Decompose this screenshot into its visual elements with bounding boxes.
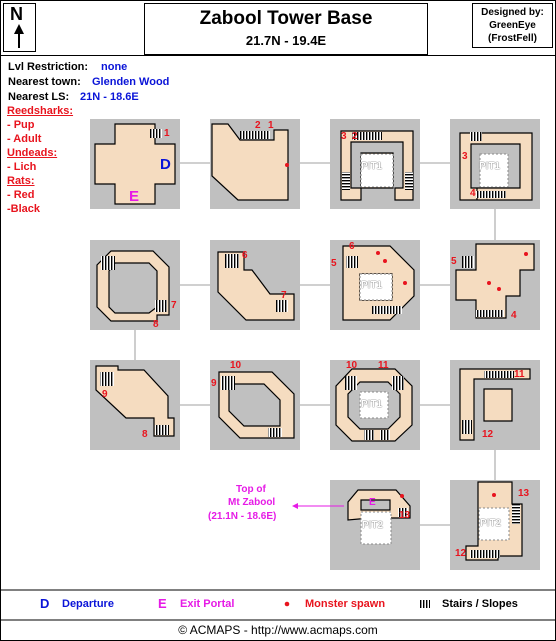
stairs xyxy=(100,129,520,558)
monster-item: - Red xyxy=(7,189,35,201)
header-divider xyxy=(0,55,556,56)
exit-marker: E xyxy=(129,188,140,205)
designer-box: Designed by: GreenEye (FrostFell) xyxy=(472,3,553,48)
room-r2c3 xyxy=(459,368,531,441)
room-r1c1 xyxy=(217,251,295,321)
stair-number: 5 xyxy=(331,258,337,269)
stair-number: 3 xyxy=(341,131,347,142)
lvl-value: none xyxy=(101,61,128,73)
stair-number: 12 xyxy=(455,548,467,559)
stair-number: 4 xyxy=(511,310,517,321)
pit-label: PIT1 xyxy=(361,280,383,291)
stair-number: 13 xyxy=(399,510,411,521)
stair-number: 11 xyxy=(514,369,525,380)
stair-number: 1 xyxy=(268,120,274,131)
title-box: Zabool Tower Base 21.7N - 19.4E xyxy=(144,3,428,55)
footer-copyright: © ACMAPS - http://www.acmaps.com xyxy=(178,623,378,637)
monster-group-rats: Rats: xyxy=(7,175,35,187)
room-r2c1 xyxy=(218,371,295,439)
legend-stairs-icon xyxy=(420,600,430,608)
lvl-label: Lvl Restriction: xyxy=(8,61,89,73)
pit1-r0c2 xyxy=(360,153,394,188)
stair-number: 12 xyxy=(482,429,494,440)
stair-number: 7 xyxy=(281,290,287,301)
exit-note-line3: (21.1N - 18.6E) xyxy=(208,511,277,522)
exit-pointer-arrow xyxy=(292,503,344,509)
exit-note-line1: Top of xyxy=(236,484,266,495)
pit-label: PIT1 xyxy=(361,161,383,172)
map-title: Zabool Tower Base xyxy=(199,8,373,29)
pit-label: PIT1 xyxy=(361,399,383,410)
monster-item: -Black xyxy=(7,203,41,215)
compass-box: N xyxy=(3,3,36,52)
pit1-r2c2 xyxy=(359,391,389,419)
designer-label: Designed by: xyxy=(481,7,544,18)
stair-number: 8 xyxy=(142,429,148,440)
room-r0c0 xyxy=(94,123,176,205)
stair-number: 2 xyxy=(352,131,358,142)
designer-alias: (FrostFell) xyxy=(488,33,537,44)
room-r0c1 xyxy=(211,123,289,201)
legend-spawn-icon xyxy=(284,601,290,607)
pit1-r1c2 xyxy=(359,273,393,301)
stair-number: 1 xyxy=(164,128,170,139)
room-r2c0 xyxy=(95,365,175,437)
monster-group-undeads: Undeads: xyxy=(7,147,58,159)
pit1-r0c3 xyxy=(479,153,509,188)
room-r1c3 xyxy=(455,243,535,319)
stair-number: 11 xyxy=(378,360,389,371)
map-coords: 21.7N - 19.4E xyxy=(245,33,327,48)
pit-label: PIT2 xyxy=(480,518,502,529)
stair-number: 7 xyxy=(171,300,177,311)
stair-number: 10 xyxy=(230,360,242,371)
pits xyxy=(359,153,510,545)
legend-stairs-label: Stairs / Slopes xyxy=(442,598,518,610)
monster-group-reedsharks: Reedsharks: xyxy=(7,105,74,117)
stair-number: 8 xyxy=(153,319,159,330)
stair-number: 9 xyxy=(102,389,108,400)
pit-label: PIT1 xyxy=(479,161,501,172)
monster-spawns xyxy=(285,163,528,498)
monster-item: - Lich xyxy=(7,161,37,173)
stair-number: 9 xyxy=(211,378,217,389)
monster-item: - Adult xyxy=(7,133,42,145)
designer-name: GreenEye xyxy=(489,20,536,31)
town-value: Glenden Wood xyxy=(92,76,170,88)
room-r0c3 xyxy=(459,132,533,201)
legend-departure-label: Departure xyxy=(62,598,114,610)
stair-number: 5 xyxy=(451,256,457,267)
exit-note-line2: Mt Zabool xyxy=(228,497,276,508)
legend-exit-symbol: E xyxy=(158,596,167,611)
stair-number: 4 xyxy=(470,188,476,199)
ls-label: Nearest LS: xyxy=(8,91,70,103)
legend-exit-label: Exit Portal xyxy=(180,598,235,610)
compass-letter: N xyxy=(10,4,23,24)
legend-departure-symbol: D xyxy=(40,596,50,611)
pit2-r3c3 xyxy=(478,507,510,541)
connector-lines xyxy=(134,162,496,526)
stair-number: 2 xyxy=(255,120,261,131)
ls-value: 21N - 18.6E xyxy=(80,91,139,103)
pit-label: PIT2 xyxy=(362,520,384,531)
town-label: Nearest town: xyxy=(8,76,81,88)
stair-number: 10 xyxy=(346,360,358,371)
legend-spawn-label: Monster spawn xyxy=(305,598,386,610)
pit2-r3c2 xyxy=(360,511,392,545)
stair-number: 3 xyxy=(462,151,468,162)
exit-marker-small: E xyxy=(369,497,376,508)
stair-number: 13 xyxy=(518,488,530,499)
monster-item: - Pup xyxy=(7,119,35,131)
room-tiles xyxy=(90,119,540,570)
stair-number: 6 xyxy=(242,250,248,261)
stair-number: 6 xyxy=(349,241,355,252)
compass-arrow-icon xyxy=(14,24,24,48)
departure-marker: D xyxy=(160,156,171,173)
